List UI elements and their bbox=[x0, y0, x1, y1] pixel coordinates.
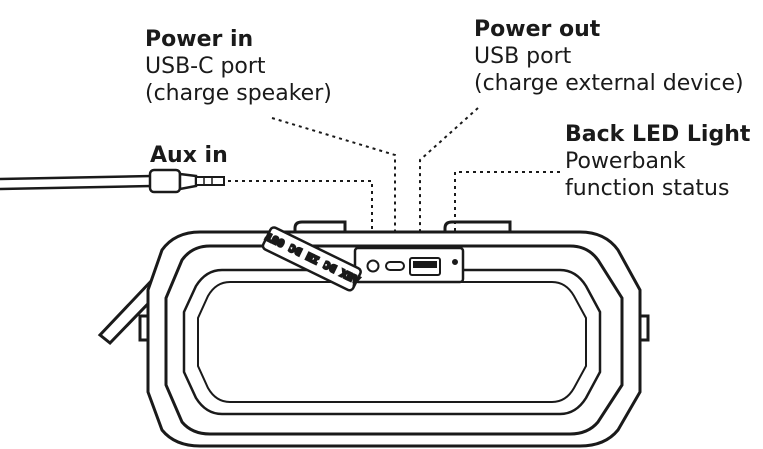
back-led-line2: function status bbox=[565, 176, 730, 201]
power-out-line2: (charge external device) bbox=[474, 71, 744, 96]
usb-port-icon bbox=[409, 257, 441, 276]
power-out-label: Power out USB port (charge external devi… bbox=[474, 16, 744, 97]
aux-leader-line bbox=[228, 180, 373, 250]
power-out-line1: USB port bbox=[474, 44, 572, 69]
power-in-line1: USB-C port bbox=[145, 54, 266, 79]
aux-jack-icon bbox=[366, 259, 380, 273]
led-leader-line bbox=[454, 171, 560, 250]
power-in-leader-line bbox=[271, 117, 396, 250]
aux-in-label: Aux in bbox=[150, 142, 228, 169]
speaker-icon: AUX DC IN DC OUT bbox=[97, 220, 650, 448]
led-light-icon bbox=[452, 259, 458, 265]
power-in-line2: (charge speaker) bbox=[145, 81, 332, 106]
power-out-title: Power out bbox=[474, 17, 601, 42]
power-in-title: Power in bbox=[145, 27, 254, 52]
power-out-leader-line bbox=[419, 107, 479, 250]
power-in-label: Power in USB-C port (charge speaker) bbox=[145, 26, 332, 107]
back-led-line1: Powerbank bbox=[565, 149, 686, 174]
aux-cable-icon bbox=[0, 168, 225, 194]
back-led-label: Back LED Light Powerbank function status bbox=[565, 121, 750, 202]
usb-c-port-icon bbox=[385, 261, 405, 271]
aux-in-title: Aux in bbox=[150, 143, 228, 168]
back-led-title: Back LED Light bbox=[565, 122, 751, 147]
